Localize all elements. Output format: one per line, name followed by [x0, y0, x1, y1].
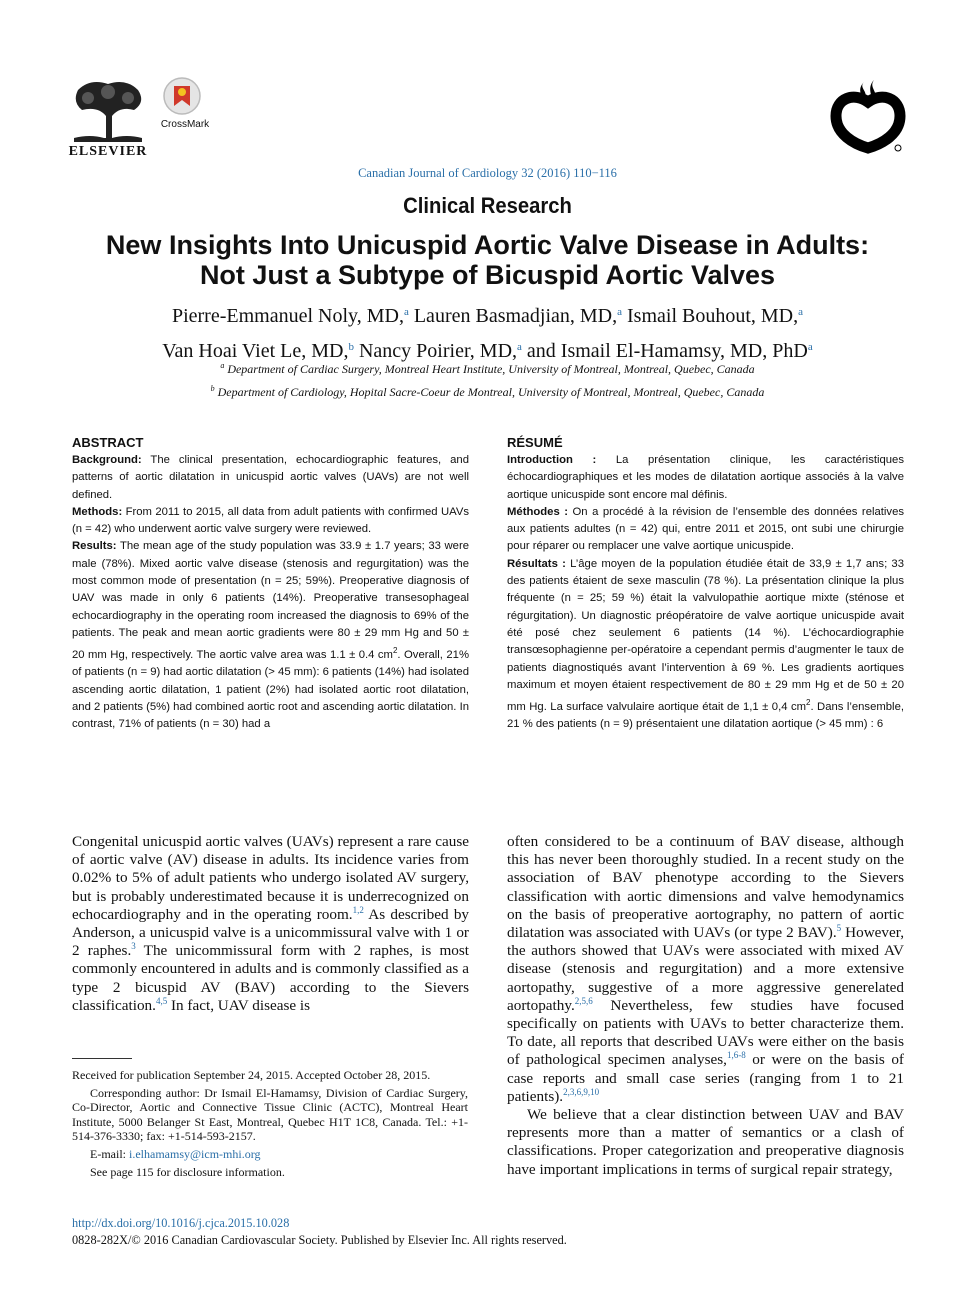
superscript: 2: [806, 698, 811, 708]
resume-resultats: Résultats : L’âge moyen de la population…: [507, 556, 904, 734]
doi-link[interactable]: http://dx.doi.org/10.1016/j.cjca.2015.10…: [72, 1216, 290, 1230]
resume-text: On a procédé à la révision de l’ensemble…: [507, 505, 904, 553]
affiliation-mark[interactable]: a: [617, 306, 623, 318]
citation-link[interactable]: 5: [836, 923, 842, 934]
affiliation-mark[interactable]: a: [807, 341, 813, 353]
affiliation-text: Department of Cardiology, Hopital Sacre-…: [217, 385, 765, 399]
email-link[interactable]: i.elhamamsy@icm-mhi.org: [129, 1146, 261, 1161]
crossmark-label: CrossMark: [160, 119, 210, 130]
elsevier-tree-logo: [68, 76, 148, 142]
abstract-heading: ABSTRACT: [72, 435, 144, 450]
corresponding-author-note: Corresponding author: Dr Ismail El-Hamam…: [72, 1085, 468, 1144]
body-text: Congenital unicuspid aortic valves (UAVs…: [72, 833, 469, 923]
affiliation-mark[interactable]: b: [348, 341, 354, 353]
citation-link[interactable]: 2,5,6: [574, 995, 593, 1006]
resume-text: La présentation clinique, les caractéris…: [507, 454, 904, 501]
abstract-label: Background:: [72, 454, 142, 466]
body-left-column: Congenital unicuspid aortic valves (UAVs…: [72, 833, 469, 1015]
superscript: 2: [392, 646, 398, 656]
email-note: E-mail: i.elhamamsy@icm-mhi.org: [72, 1147, 468, 1162]
resume: RÉSUMÉ Introduction : La présentation cl…: [507, 435, 904, 734]
publisher-name: ELSEVIER: [68, 144, 148, 159]
resume-heading: RÉSUMÉ: [507, 435, 563, 450]
resume-text: L’âge moyen de la population étudiée éta…: [507, 557, 904, 713]
affiliation-mark: a: [220, 361, 225, 370]
affiliation-a: a Department of Cardiac Surgery, Montrea…: [0, 361, 975, 377]
resume-label: Introduction :: [507, 454, 597, 466]
abstract-methods: Methods: From 2011 to 2015, all data fro…: [72, 504, 469, 539]
author-name: and Ismail El-Hamamsy, MD, PhD: [526, 340, 808, 362]
resume-label: Résultats :: [507, 557, 566, 570]
author-list: Pierre-Emmanuel Noly, MD,a Lauren Basmad…: [60, 297, 915, 367]
citation-link[interactable]: 1,6-8: [726, 1050, 746, 1061]
abstract-text: The clinical presentation, echocardiogra…: [72, 454, 469, 501]
citation-link[interactable]: 3: [131, 941, 136, 952]
article-title: New Insights Into Unicuspid Aortic Valve…: [40, 230, 935, 290]
footnote-divider: [72, 1058, 132, 1059]
title-line-1: New Insights Into Unicuspid Aortic Valve…: [105, 230, 870, 260]
citation-link[interactable]: 2,3,6,9,10: [563, 1086, 600, 1097]
author-name: Pierre-Emmanuel Noly, MD,: [171, 305, 404, 327]
ccs-society-logo: [830, 80, 906, 154]
abstract-text: From 2011 to 2015, all data from adult p…: [72, 505, 469, 536]
body-text: Nevertheless, few studies have focused s…: [507, 996, 904, 1069]
body-text: The unicommissural form with 2 raphes, i…: [72, 942, 470, 1014]
author-name: Van Hoai Viet Le, MD,: [162, 340, 349, 362]
resume-introduction: Introduction : La présentation clinique,…: [507, 452, 904, 504]
abstract-label: Results:: [72, 540, 117, 553]
affiliation-mark[interactable]: a: [798, 306, 804, 318]
affiliation-b: b Department of Cardiology, Hopital Sacr…: [0, 384, 975, 400]
resume-label: Méthodes :: [507, 505, 568, 518]
footnotes: Received for publication September 24, 2…: [72, 1068, 468, 1182]
journal-citation[interactable]: Canadian Journal of Cardiology 32 (2016)…: [358, 166, 617, 180]
crossmark-icon[interactable]: [162, 76, 202, 120]
citation-link[interactable]: 1,2: [352, 904, 364, 915]
body-text: often considered to be a continuum of BA…: [507, 833, 904, 942]
abstract-text: . Overall, 21% of patients (n = 9) had a…: [72, 649, 469, 731]
body-text: As described by Anderson, a unicuspid va…: [72, 905, 470, 960]
title-line-2: Not Just a Subtype of Bicuspid Aortic Va…: [199, 260, 776, 290]
affiliation-mark[interactable]: a: [403, 306, 409, 318]
body-paragraph: often considered to be a continuum of BA…: [507, 833, 904, 1106]
abstract-text: The mean age of the study population was…: [72, 540, 470, 662]
resume-methodes: Méthodes : On a procédé à la révision de…: [507, 504, 904, 556]
citation-link[interactable]: 4,5: [155, 995, 168, 1006]
author-name: Nancy Poirier, MD,: [358, 340, 518, 362]
body-paragraph: Congenital unicuspid aortic valves (UAVs…: [72, 833, 469, 1015]
author-name: Lauren Basmadjian, MD,: [413, 305, 618, 327]
body-paragraph: We believe that a clear distinction betw…: [507, 1106, 904, 1178]
copyright-line: 0828-282X/© 2016 Canadian Cardiovascular…: [72, 1233, 567, 1247]
disclosure-note: See page 115 for disclosure information.: [90, 1164, 285, 1179]
body-text: or were on the basis of case reports and…: [507, 1051, 904, 1105]
author-name: Ismail Bouhout, MD,: [627, 305, 799, 327]
body-text: In fact, UAV disease is: [167, 996, 311, 1014]
body-right-column: often considered to be a continuum of BA…: [507, 833, 904, 1179]
section-label: Clinical Research: [403, 193, 572, 218]
resume-text: . Dans l’ensemble, 21 % des patients (n …: [507, 700, 904, 731]
affiliation-mark[interactable]: a: [517, 341, 522, 353]
received-note: Received for publication September 24, 2…: [72, 1068, 431, 1082]
affiliation-text: Department of Cardiac Surgery, Montreal …: [227, 362, 755, 376]
abstract-label: Methods:: [72, 505, 123, 518]
abstract: ABSTRACT Background: The clinical presen…: [72, 435, 469, 734]
body-text: However, the authors showed that UAVs we…: [507, 924, 904, 1014]
affiliation-mark: b: [210, 384, 215, 393]
abstract-results: Results: The mean age of the study popul…: [72, 538, 469, 733]
abstract-background: Background: The clinical presentation, e…: [72, 452, 469, 504]
email-label: E-mail:: [90, 1146, 129, 1161]
